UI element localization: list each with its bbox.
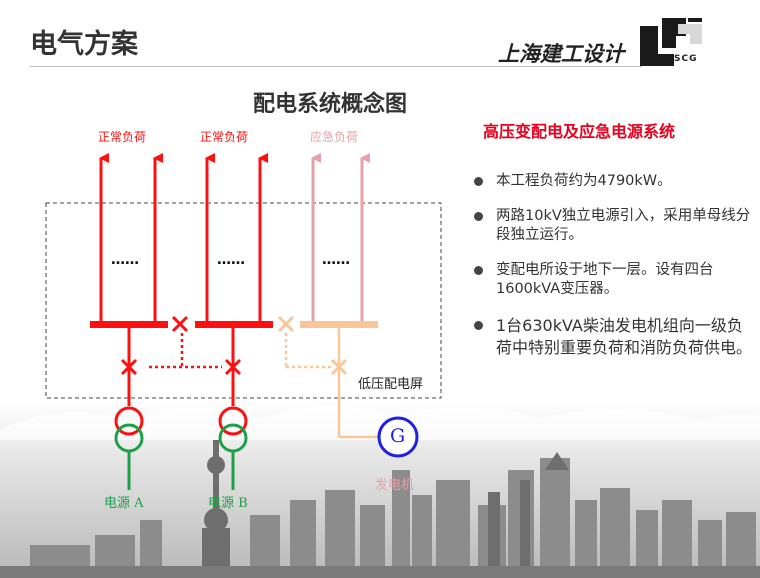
header-divider xyxy=(30,66,642,67)
busbar-a xyxy=(90,321,168,328)
generator-icon xyxy=(377,416,419,458)
transformer-icon xyxy=(114,406,144,453)
section-title: 高压变配电及应急电源系统 xyxy=(483,122,676,141)
breaker-x-icon xyxy=(171,315,189,333)
source-label-b: 电源 B xyxy=(208,496,248,511)
logo-text: SCG xyxy=(674,54,698,64)
generator-symbol: G xyxy=(390,425,406,447)
bullet-item: 变配电所设于地下一层。设有四台1600kVA变压器。 xyxy=(472,261,752,299)
bullet-dot-icon xyxy=(474,266,483,275)
load-label-emergency: 应急负荷 xyxy=(310,130,359,144)
breaker-x-icon xyxy=(330,358,348,376)
company-name: 上海建工设计 xyxy=(498,41,624,66)
breaker-x-icon xyxy=(120,358,138,376)
feeder-arrows-normal xyxy=(99,153,268,322)
bullet-dot-icon xyxy=(474,212,483,221)
busbar-b xyxy=(195,321,273,328)
busbar-emergency xyxy=(300,321,378,328)
bullet-item: 两路10kV独立电源引入，采用单母线分段独立运行。 xyxy=(472,207,752,245)
diagram-title: 配电系统概念图 xyxy=(253,92,408,117)
ellipsis-1: …… xyxy=(111,252,139,268)
page-title: 电气方案 xyxy=(30,29,138,60)
load-label-normal-2: 正常负荷 xyxy=(200,130,249,144)
scg-logo-icon xyxy=(640,18,702,66)
load-label-normal-1: 正常负荷 xyxy=(98,130,147,144)
breaker-x-icon xyxy=(277,315,295,333)
bullet-list: 本工程负荷约为4790kW。 两路10kV独立电源引入，采用单母线分段独立运行。… xyxy=(472,172,752,375)
breaker-x-icon xyxy=(224,358,242,376)
feeder-arrows-emergency xyxy=(311,153,370,322)
bullet-dot-icon xyxy=(474,177,483,186)
panel-label: 低压配电屏 xyxy=(358,377,424,392)
transformer-icon xyxy=(218,406,248,453)
bullet-item: 本工程负荷约为4790kW。 xyxy=(472,172,752,191)
generator-label: 发电机 xyxy=(375,478,415,493)
ellipsis-3: …… xyxy=(322,252,350,268)
bullet-dot-icon xyxy=(474,321,483,330)
ellipsis-2: …… xyxy=(217,252,245,268)
bullet-item: 1台630kVA柴油发电机组向一级负荷中特别重要负荷和消防负荷供电。 xyxy=(472,315,752,359)
source-label-a: 电源 A xyxy=(104,496,144,511)
panel-frame xyxy=(45,202,442,399)
